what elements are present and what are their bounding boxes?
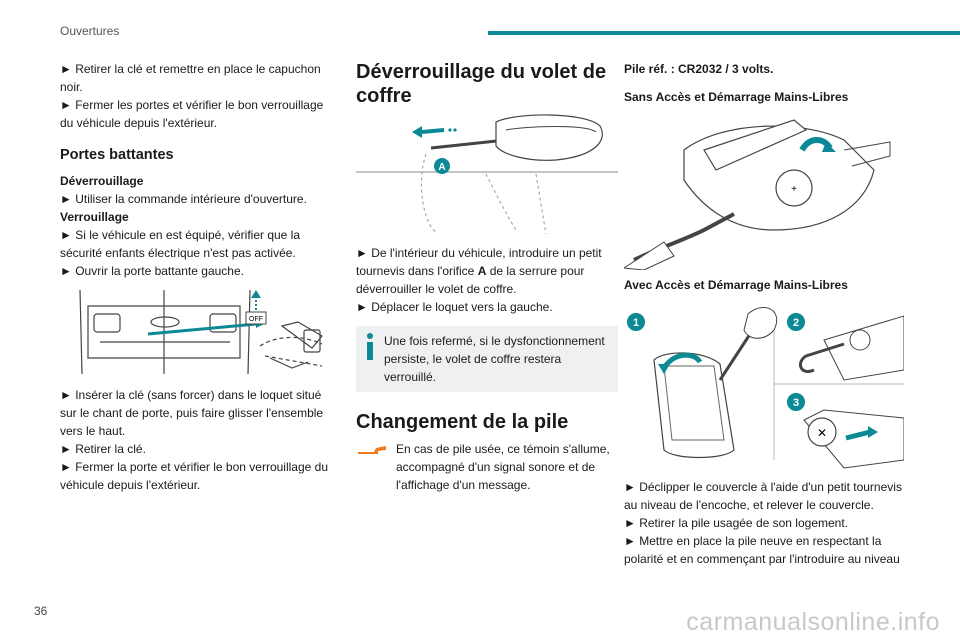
paragraph: ► Fermer la porte et vérifier le bon ver… [60, 460, 328, 492]
column-2: Déverrouillage du volet de coffre A ► De… [356, 60, 618, 494]
paragraph: ► Mettre en place la pile neuve en respe… [624, 534, 900, 566]
paragraph: ► Utiliser la commande intérieure d'ouve… [60, 192, 307, 206]
column-3: Pile réf. : CR2032 / 3 volts. Sans Accès… [624, 60, 904, 568]
key-battery-illustration: + [624, 119, 891, 270]
page-number: 36 [34, 604, 48, 618]
keyless-battery-illustration: 1 2 3 ✕ [627, 306, 904, 469]
key-warning-icon [358, 446, 386, 454]
svg-text:✕: ✕ [817, 426, 827, 440]
paragraph: ► Retirer la pile usagée de son logement… [624, 516, 849, 530]
warning-text: En cas de pile usée, ce témoin s'allume,… [396, 442, 610, 492]
info-icon [367, 333, 373, 360]
subheading-unlocking: Déverrouillage [60, 174, 144, 188]
paragraph: ► Retirer la clé et remettre en place le… [60, 62, 321, 94]
paragraph: ► Si le véhicule en est équipé, vérifier… [60, 228, 301, 260]
off-label: OFF [249, 316, 263, 323]
paragraph: ► Déplacer le loquet vers la gauche. [356, 300, 553, 314]
warning-block: En cas de pile usée, ce témoin s'allume,… [356, 440, 618, 494]
subheading-without-keyless: Sans Accès et Démarrage Mains-Libres [624, 90, 849, 104]
paragraph: ► Retirer la clé. [60, 442, 146, 456]
svg-text:1: 1 [633, 317, 639, 329]
section-title-battery: Changement de la pile [356, 411, 569, 433]
running-header: Ouvertures [60, 24, 120, 38]
paragraph: ► Ouvrir la porte battante gauche. [60, 264, 244, 278]
paragraph: ► Fermer les portes et vérifier le bon v… [60, 98, 324, 130]
svg-text:+: + [791, 184, 797, 195]
subheading-locking: Verrouillage [60, 210, 129, 224]
paragraph: ► De l'intérieur du véhicule, introduire… [356, 246, 602, 296]
section-title-swing-doors: Portes battantes [60, 147, 174, 163]
column-1: ► Retirer la clé et remettre en place le… [60, 60, 330, 494]
watermark: carmanualsonline.info [686, 608, 940, 636]
battery-reference: Pile réf. : CR2032 / 3 volts. [624, 62, 774, 76]
subheading-with-keyless: Avec Accès et Démarrage Mains-Libres [624, 278, 848, 292]
label-A: A [438, 162, 445, 173]
paragraph: ► Déclipper le couvercle à l'aide d'un p… [624, 480, 902, 512]
section-title-tailgate-unlock: Déverrouillage du volet de coffre [356, 61, 607, 107]
note-text: Une fois refermé, si le dysfonctionnemen… [384, 334, 605, 384]
svg-text:3: 3 [793, 397, 799, 409]
header-accent-bar [488, 31, 960, 35]
svg-text:2: 2 [793, 317, 799, 329]
info-note: Une fois refermé, si le dysfonctionnemen… [356, 326, 618, 392]
tailgate-screwdriver-illustration: A [356, 114, 618, 235]
paragraph: ► Insérer la clé (sans forcer) dans le l… [60, 388, 324, 438]
swing-door-illustration: OFF [79, 289, 323, 375]
